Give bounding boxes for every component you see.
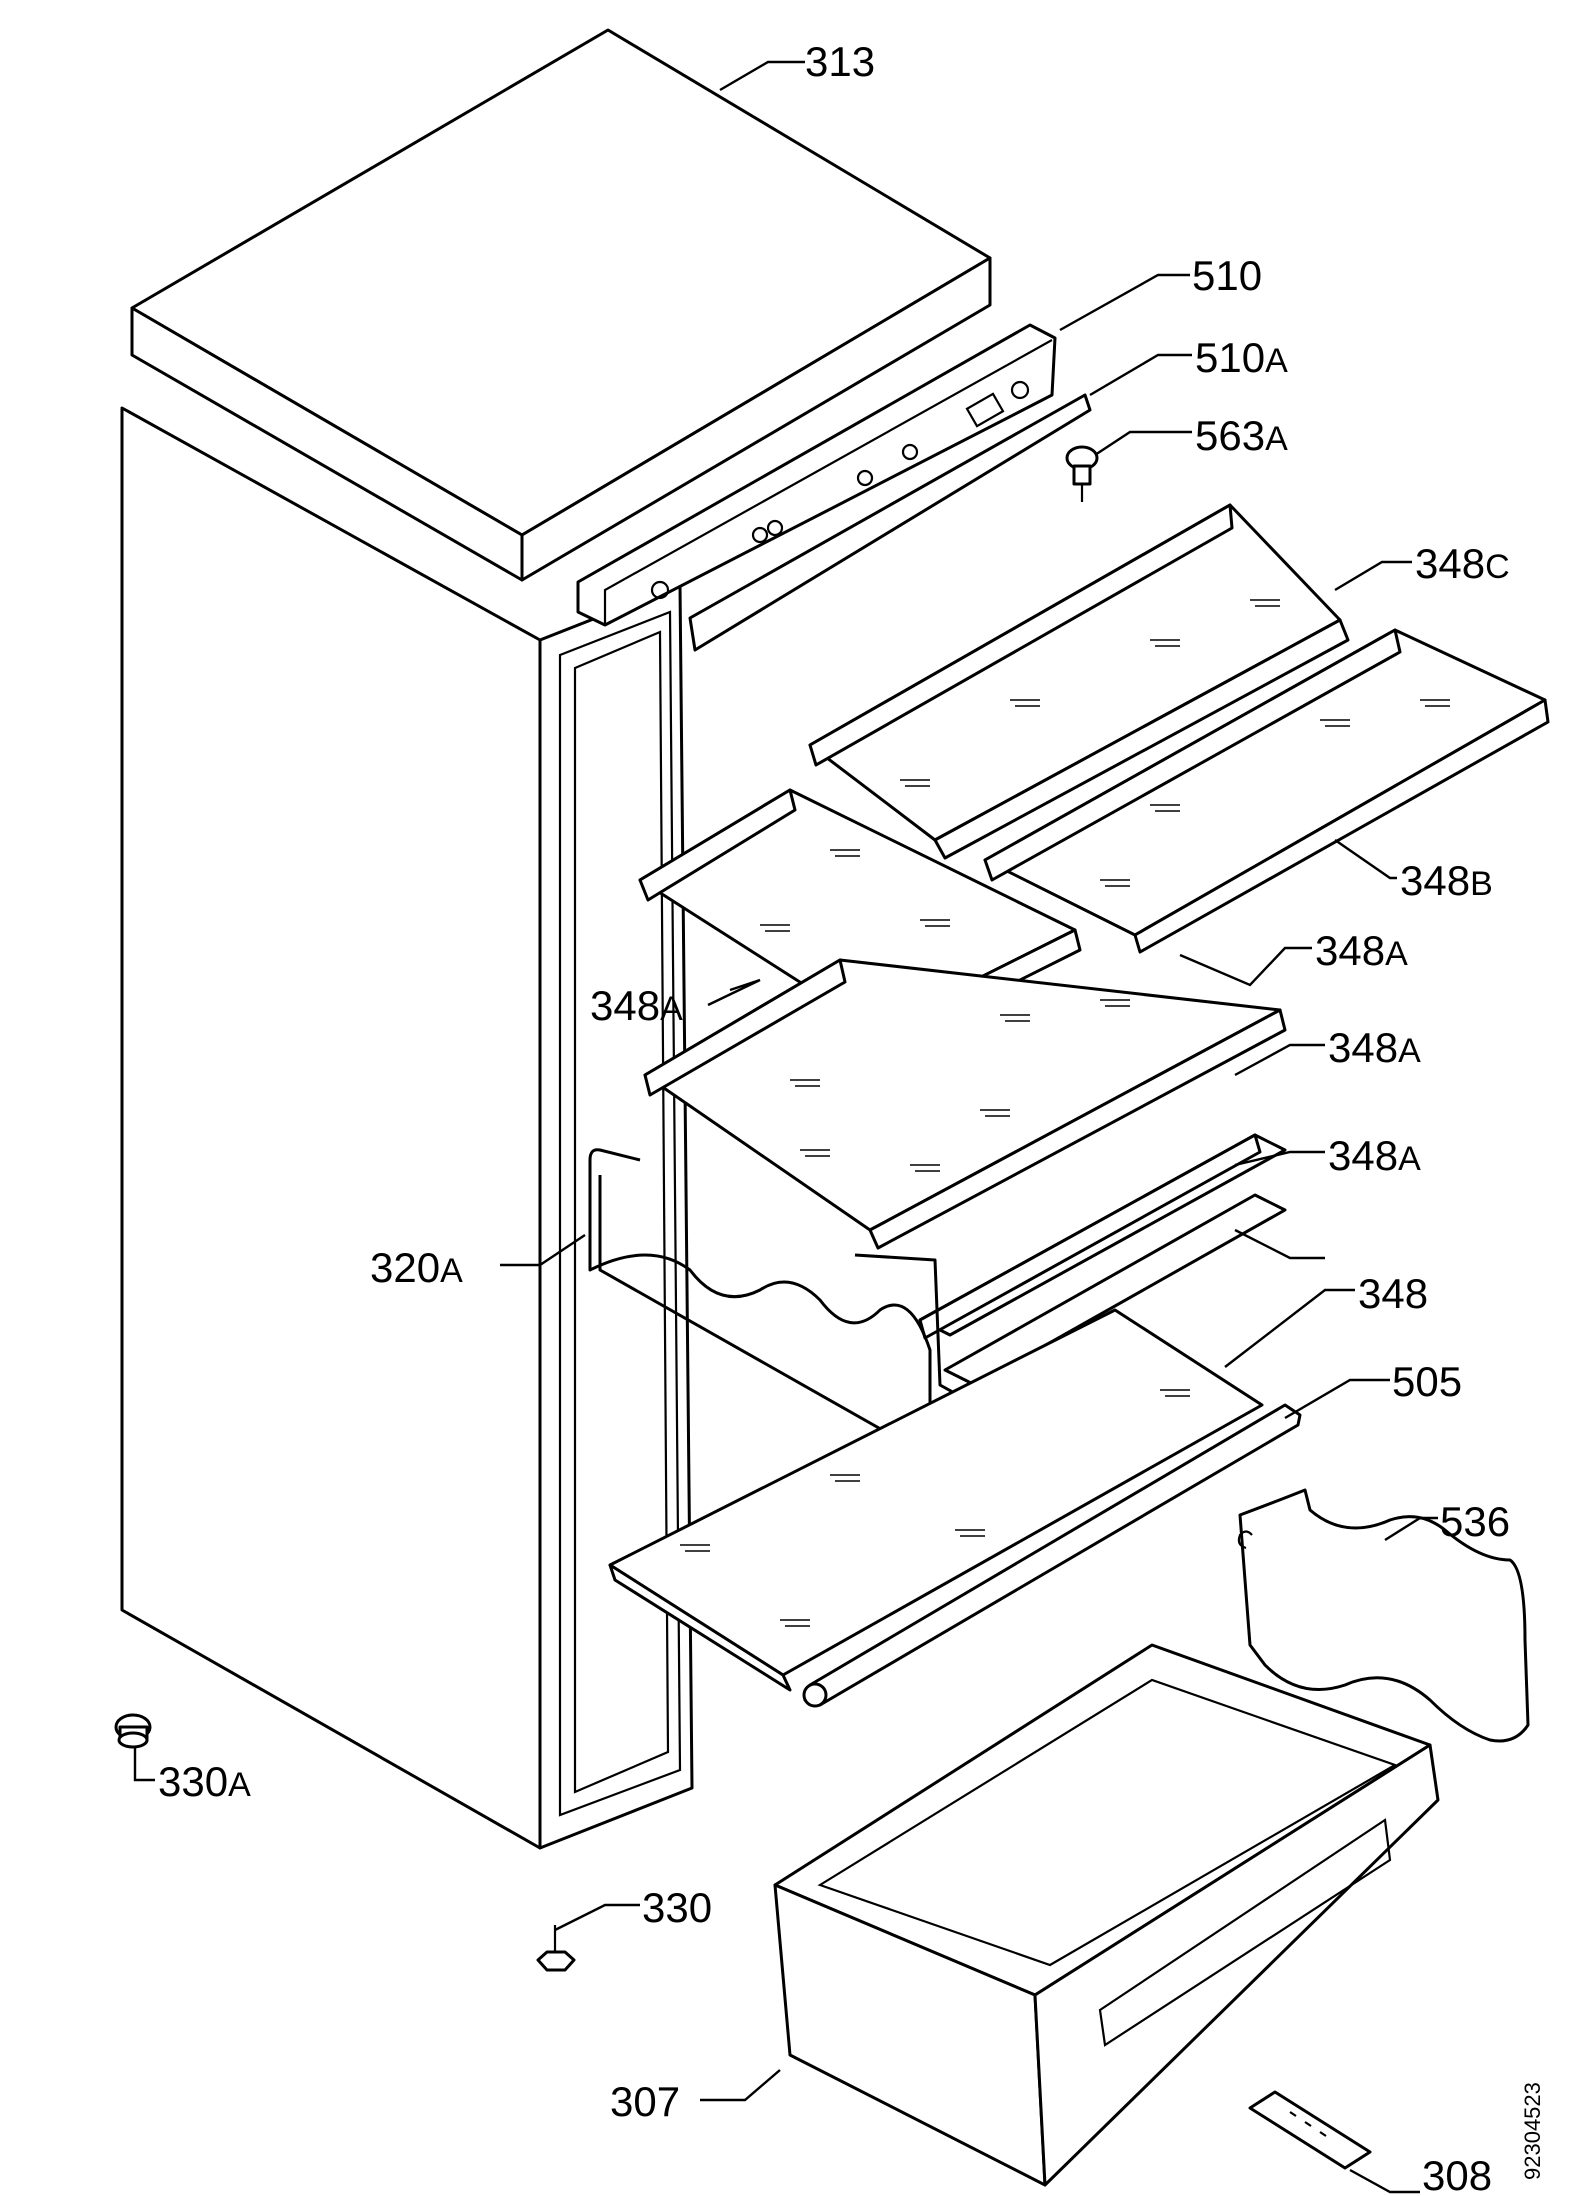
label-563a: 563A bbox=[1195, 412, 1288, 459]
label-348a-2: 348A bbox=[590, 982, 683, 1029]
seal-strip bbox=[688, 393, 1092, 652]
label-330: 330 bbox=[642, 1884, 712, 1931]
leader-lines bbox=[133, 60, 1438, 2194]
label-348a-4: 348A bbox=[1328, 1132, 1421, 1179]
label-330a: 330A bbox=[158, 1758, 251, 1805]
crisper-cover bbox=[1237, 1488, 1530, 1743]
frame-strip bbox=[802, 1403, 1302, 1708]
label-348c: 348C bbox=[1415, 540, 1510, 587]
screw bbox=[1065, 445, 1099, 502]
label-plate bbox=[1248, 2090, 1372, 2170]
label-348a-3: 348A bbox=[1328, 1024, 1421, 1071]
shelf-348b bbox=[983, 628, 1550, 954]
shelf-348c bbox=[808, 503, 1350, 860]
shelf-348 bbox=[608, 1308, 1264, 1692]
display-window bbox=[965, 392, 1005, 428]
document-id: 92304523 bbox=[1520, 2082, 1545, 2180]
label-348a-1: 348A bbox=[1315, 927, 1408, 974]
label-348: 348 bbox=[1358, 1270, 1428, 1317]
adjustable-foot-330a bbox=[114, 1713, 152, 1749]
shelf-348a-second bbox=[643, 958, 1287, 1250]
label-510: 510 bbox=[1192, 252, 1262, 299]
label-348b: 348B bbox=[1400, 857, 1493, 904]
label-320a: 320A bbox=[370, 1244, 463, 1291]
label-510a: 510A bbox=[1195, 334, 1288, 381]
crisper-drawer bbox=[773, 1643, 1440, 2187]
cabinet-body bbox=[120, 406, 694, 1850]
label-308: 308 bbox=[1422, 2152, 1492, 2196]
label-505: 505 bbox=[1392, 1358, 1462, 1405]
label-313: 313 bbox=[805, 38, 875, 85]
label-307: 307 bbox=[610, 2078, 680, 2125]
foot-screw-330 bbox=[536, 1925, 576, 1972]
control-knobs bbox=[650, 380, 1030, 600]
control-panel bbox=[576, 323, 1057, 627]
shelf-348a-fourth bbox=[943, 1193, 1287, 1387]
shelf-348a-third bbox=[918, 1133, 1287, 1340]
part-labels: 313 510 510A 563A 348C 348B 348A 348A 34… bbox=[158, 38, 1545, 2196]
top-cover bbox=[130, 28, 992, 582]
label-536: 536 bbox=[1440, 1498, 1510, 1545]
